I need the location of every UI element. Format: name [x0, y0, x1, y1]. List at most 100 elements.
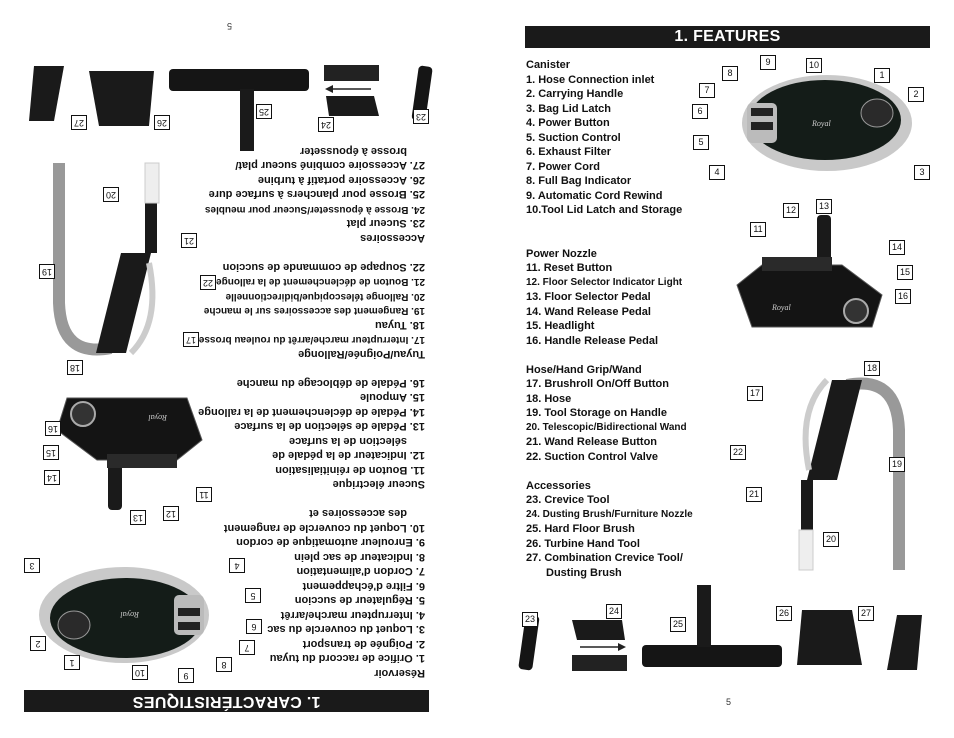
list-item: 1. Hose Connection inlet — [526, 73, 655, 86]
list-item: 18. Hose — [526, 392, 572, 405]
list-item: 7. Power Cord — [526, 160, 600, 173]
callout-5: 5 — [245, 588, 261, 603]
callout-13: 13 — [130, 510, 146, 525]
list-item: 23. Crevice Tool — [526, 494, 610, 506]
hose-illustration — [53, 162, 160, 356]
callout-7: 7 — [239, 640, 255, 655]
section-heading: Canister — [526, 59, 571, 71]
section-heading: Accessories — [526, 479, 591, 492]
callout-9: 9 — [178, 668, 194, 683]
callout-2: 2 — [30, 636, 46, 651]
list-item: 25. Brosse pour planchers à surface dure — [208, 188, 425, 201]
list-item: 13. Floor Selector Pedal — [526, 291, 651, 303]
list-item: 10.Tool Lid Latch and Storage — [526, 204, 683, 216]
callout-1: 1 — [64, 655, 80, 670]
list-item: 17. Brushroll On/Off Button — [526, 378, 669, 390]
callout-5: 5 — [693, 135, 709, 150]
list-item: 3. Bag Lid Latch — [526, 102, 611, 115]
callout-23: 23 — [522, 612, 538, 627]
list-item: 11. Bouton de réinitialisation — [275, 464, 425, 476]
svg-text:Royal: Royal — [771, 303, 791, 312]
section-heading: Power Nozzle — [526, 247, 597, 260]
list-item: 26. Accessoire portatif à turbine — [257, 174, 425, 186]
power-nozzle-illustration: Royal — [56, 397, 203, 510]
callout-12: 12 — [783, 203, 799, 218]
callout-18: 18 — [864, 361, 880, 376]
list-item: 25. Hard Floor Brush — [526, 523, 635, 535]
list-item: 27. Accessoire combiné suceur plat/ — [235, 159, 425, 172]
callout-4: 4 — [709, 165, 725, 180]
list-item: 20. Rallonge télescopique/bidirectionnel… — [225, 291, 426, 302]
list-item: 11. Reset Button — [526, 262, 613, 274]
tools-illustration — [29, 65, 433, 151]
list-item: 17. Interrupteur marche/arrêt du rouleau… — [198, 334, 425, 346]
power-nozzle-illustration: Royal — [736, 215, 883, 328]
callout-22: 22 — [730, 445, 746, 460]
svg-text:Royal: Royal — [148, 413, 168, 422]
list-item: 12. Floor Selector Indicator Light — [526, 276, 683, 288]
list-item: 20. Telescopic/Bidirectional Wand — [526, 421, 687, 433]
page-title: 1. FEATURES — [525, 26, 930, 48]
list-item: 27. Combination Crevice Tool/ — [526, 552, 683, 564]
list-item: des accessoires et — [309, 507, 407, 520]
callout-19: 19 — [39, 264, 55, 279]
callout-19: 19 — [889, 457, 905, 472]
list-item: 13. Pédale de sélection de la surface — [234, 420, 425, 433]
list-item: 24. Dusting Brush/Furniture Nozzle — [526, 508, 693, 520]
callout-11: 11 — [196, 487, 212, 502]
section-tuyau: Tuyau/Poignée/Rallonge 17. Interrupteur … — [198, 260, 425, 362]
list-item: 2. Carrying Handle — [526, 88, 624, 100]
callout-16: 16 — [45, 421, 61, 436]
list-item: 5. Suction Control — [526, 131, 621, 144]
section-accessoires: Accessoires 23. Suceur plat 24. Brosse à… — [198, 144, 425, 246]
section-heading: Tuyau/Poignée/Rallonge — [298, 348, 425, 360]
list-item: 10. Loquet du couvercle de rangement — [223, 522, 425, 534]
list-item: 6. Exhaust Filter — [526, 146, 611, 158]
callout-23: 23 — [413, 109, 429, 124]
callout-15: 15 — [897, 265, 913, 280]
canister-illustration: Royal — [39, 567, 209, 663]
callout-27: 27 — [858, 606, 874, 621]
callout-14: 14 — [889, 240, 905, 255]
list-item: 21. Bouton de déclenchement de la rallon… — [216, 276, 425, 288]
callout-9: 9 — [760, 55, 776, 70]
page-features-english: 1. FEATURES Canister 1. Hose Connection … — [477, 0, 954, 738]
list-item: 23. Suceur plat — [346, 217, 425, 230]
callout-3: 3 — [24, 558, 40, 573]
list-item: 19. Tool Storage on Handle — [526, 407, 667, 419]
callout-21: 21 — [181, 233, 197, 248]
callout-11: 11 — [750, 222, 766, 237]
page-number: 5 — [226, 21, 232, 31]
section-heading: Hose/Hand Grip/Wand — [526, 363, 642, 376]
list-item: Dusting Brush — [546, 566, 622, 579]
section-heading: Suceur électrique — [332, 478, 425, 491]
svg-text:Royal: Royal — [120, 610, 140, 619]
section-power-nozzle: Power Nozzle 11. Reset Button 12. Floor … — [526, 247, 693, 349]
callout-26: 26 — [776, 606, 792, 621]
list-item: 16. Handle Release Pedal — [526, 334, 659, 347]
hose-illustration — [798, 377, 905, 571]
callout-17: 17 — [747, 386, 763, 401]
callout-7: 7 — [699, 83, 715, 98]
callout-20: 20 — [103, 187, 119, 202]
callout-26: 26 — [154, 115, 170, 130]
callout-18: 18 — [67, 360, 83, 375]
canister-illustration: Royal — [742, 75, 912, 171]
section-accessories: Accessories 23. Crevice Tool 24. Dusting… — [526, 479, 693, 581]
callout-17: 17 — [183, 332, 199, 347]
list-item: 14. Wand Release Pedal — [526, 305, 651, 318]
callout-1: 1 — [874, 68, 890, 83]
rotated-content: 1. CARACTÉRISTIQUES Réservoir 1. Orifice… — [24, 21, 433, 712]
callout-25: 25 — [670, 617, 686, 632]
callout-6: 6 — [246, 619, 262, 634]
callout-4: 4 — [229, 558, 245, 573]
callout-24: 24 — [318, 117, 334, 132]
list-item: 15. Ampoule — [360, 391, 425, 404]
callout-8: 8 — [216, 657, 232, 672]
callout-15: 15 — [43, 445, 59, 460]
callout-2: 2 — [908, 87, 924, 102]
list-item: sélection de la surface — [289, 435, 407, 447]
callout-21: 21 — [746, 487, 762, 502]
list-item: 22. Suction Control Valve — [526, 450, 659, 463]
section-suceur: Suceur électrique 11. Bouton de réinitia… — [198, 376, 425, 492]
